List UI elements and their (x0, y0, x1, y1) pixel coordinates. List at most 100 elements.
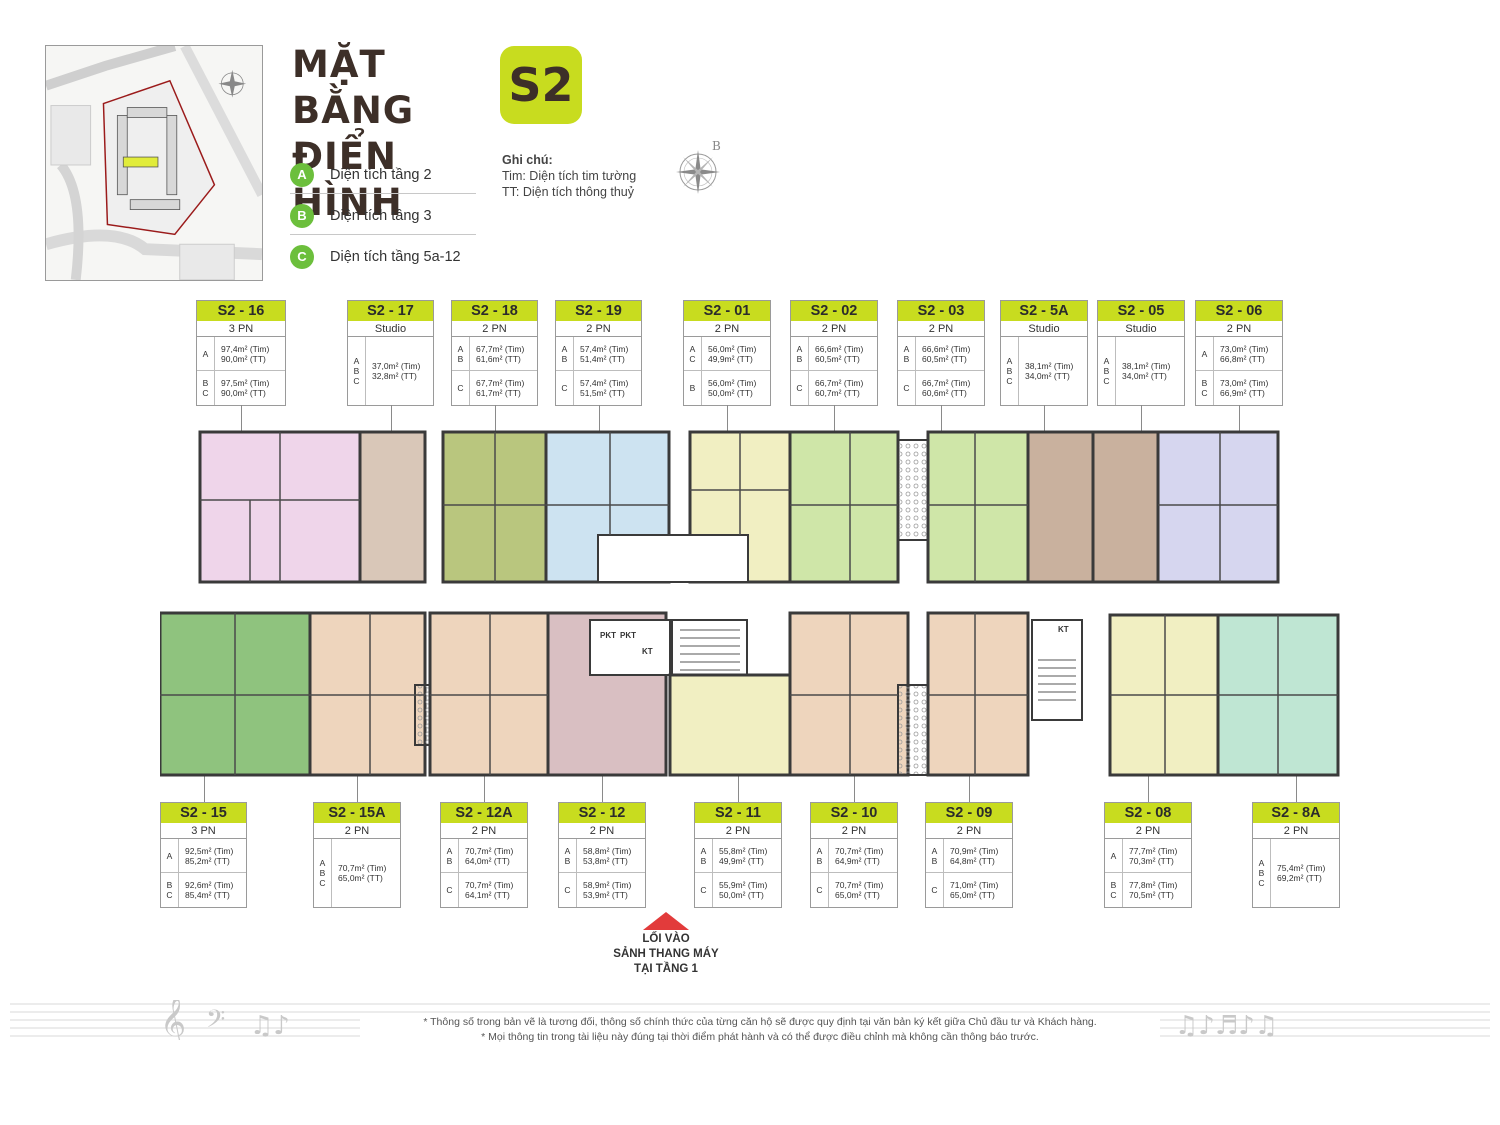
unit-type: 2 PN (898, 321, 984, 337)
connector-line (598, 405, 600, 432)
unit-name: S2 - 09 (926, 803, 1012, 823)
unit-floors: C (898, 371, 916, 405)
unit-type: 2 PN (441, 823, 527, 839)
unit-type: 2 PN (1196, 321, 1282, 337)
unit-type: 2 PN (314, 823, 400, 839)
unit-area-row: A B 55,8m² (Tim) 49,9m² (TT) (695, 839, 781, 873)
unit-type: 2 PN (559, 823, 645, 839)
unit-name: S2 - 08 (1105, 803, 1191, 823)
unit-name: S2 - 10 (811, 803, 897, 823)
unit-floors: A B (926, 839, 944, 872)
unit-s2-03-plan (926, 430, 1030, 584)
connector-line (727, 405, 728, 432)
unit-floors: C (791, 371, 809, 405)
unit-type: Studio (348, 321, 433, 337)
connector-line (357, 776, 358, 802)
unit-floors: A B (441, 839, 459, 872)
disclaimer-line-1: * Thông số trong bản vẽ là tương đối, th… (423, 1016, 1097, 1028)
unit-type: 2 PN (1105, 823, 1191, 839)
connector-line (494, 405, 496, 432)
legend-item-b: B Diện tích tầng 3 (290, 197, 476, 235)
connector-line (1141, 405, 1142, 432)
title-line-1: MẶT BẰNG (292, 43, 415, 132)
unit-name: S2 - 17 (348, 301, 433, 321)
unit-floors: A B (556, 337, 574, 370)
connector-line (1296, 776, 1297, 802)
unit-type: 2 PN (1253, 823, 1339, 839)
music-note-icon: ♫♪ (250, 1011, 290, 1040)
unit-area: 97,5m² (Tim) 90,0m² (TT) (221, 378, 270, 398)
unit-area: 57,4m² (Tim) 51,4m² (TT) (580, 343, 629, 364)
unit-area: 70,9m² (Tim) 64,8m² (TT) (950, 845, 999, 866)
unit-s2-11-plan (668, 673, 792, 777)
unit-s2-17-plan (358, 430, 427, 584)
disclaimer: * Thông số trong bản vẽ là tương đối, th… (360, 1015, 1160, 1045)
unit-name: S2 - 11 (695, 803, 781, 823)
unit-area: 73,0m² (Tim) 66,8m² (TT) (1220, 343, 1269, 364)
unit-type: 3 PN (197, 321, 285, 337)
core-label: KT (642, 647, 653, 656)
unit-floors: B C (161, 873, 179, 907)
unit-s2-06-plan (1156, 430, 1280, 584)
unit-area: 75,4m² (Tim) 69,2m² (TT) (1277, 863, 1326, 883)
unit-area: 55,8m² (Tim) 49,9m² (TT) (719, 845, 768, 866)
unit-type: 2 PN (684, 321, 770, 337)
legend-dot: A (290, 162, 314, 187)
unit-type: Studio (1098, 321, 1184, 337)
entrance-arrow-icon (643, 912, 689, 930)
unit-name: S2 - 8A (1253, 803, 1339, 823)
unit-area: 58,8m² (Tim) 53,8m² (TT) (583, 845, 632, 866)
unit-floors: B (684, 371, 702, 405)
unit-name: S2 - 16 (197, 301, 285, 321)
legend-item-a: A Diện tích tầng 2 (290, 156, 476, 194)
unit-floors: A B (695, 839, 713, 872)
unit-name: S2 - 12A (441, 803, 527, 823)
site-location-map (45, 45, 263, 281)
unit-area: 66,6m² (Tim) 60,5m² (TT) (815, 343, 864, 364)
unit-area: 70,7m² (Tim) 65,0m² (TT) (338, 863, 387, 883)
legend-item-c: C Diện tích tầng 5a-12 (290, 238, 476, 276)
unit-floors: B C (197, 371, 215, 405)
unit-area: 58,9m² (Tim) 53,9m² (TT) (583, 880, 632, 900)
stair-treads (680, 629, 1076, 701)
unit-type: Studio (1001, 321, 1087, 337)
unit-floors: A (161, 839, 179, 872)
elevator-core-top (597, 534, 749, 583)
unit-floors: A (197, 337, 215, 370)
unit-name: S2 - 05 (1098, 301, 1184, 321)
